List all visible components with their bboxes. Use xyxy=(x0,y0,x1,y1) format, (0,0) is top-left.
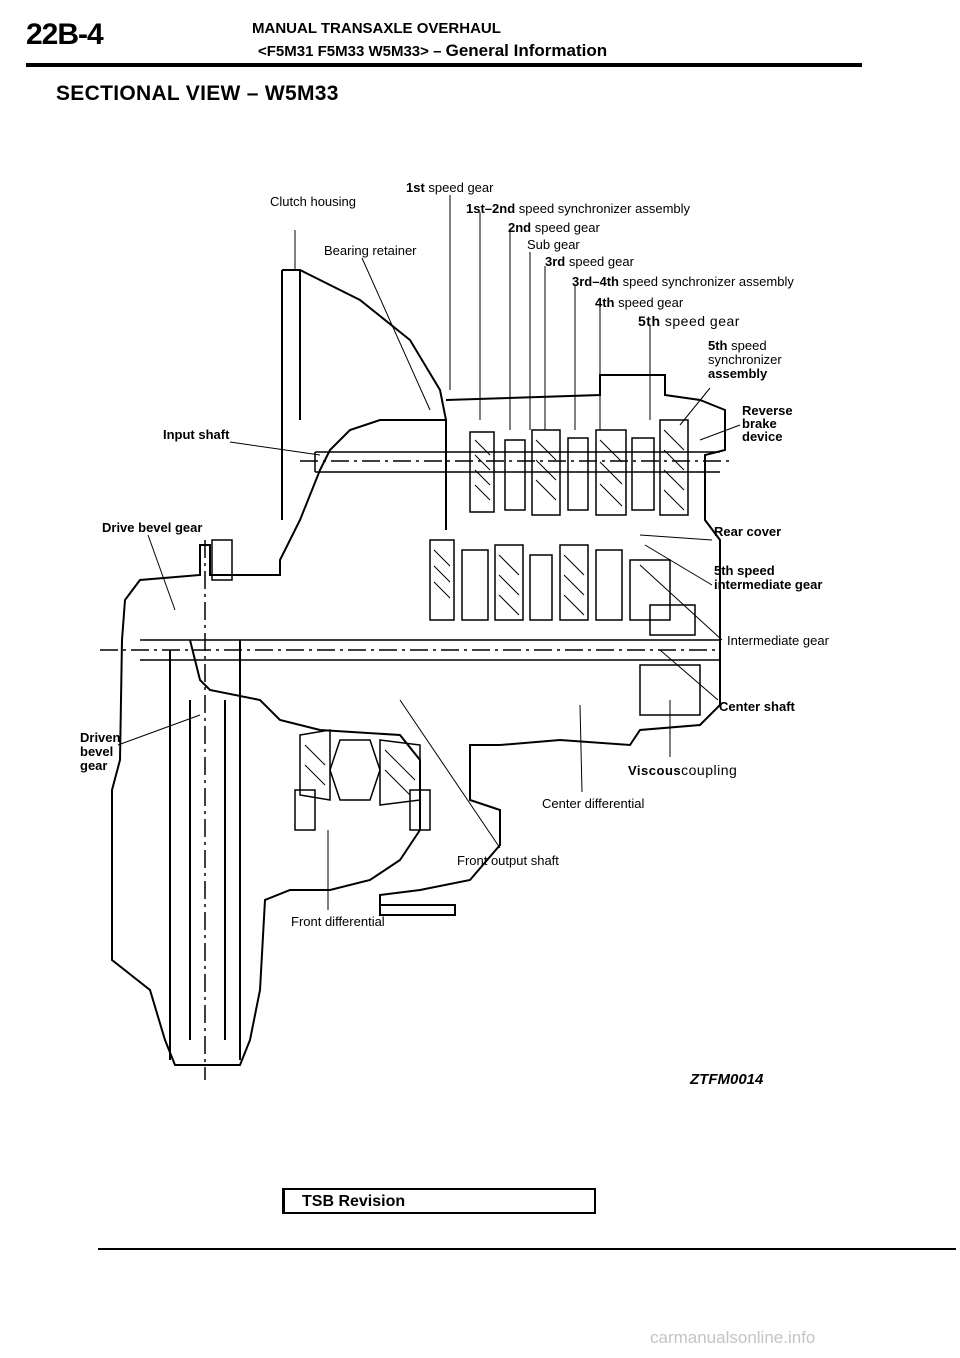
label-1st-num: 1st xyxy=(406,180,425,195)
label-3rd-text: speed gear xyxy=(568,254,634,269)
label-front-differential: Front differential xyxy=(291,914,385,929)
front-differential-gears xyxy=(294,729,431,831)
label-driven-1: Driven xyxy=(80,730,121,745)
label-3rd-num: 3rd xyxy=(545,254,566,269)
upper-gear-stack xyxy=(469,419,689,516)
label-driven-3: gear xyxy=(80,758,108,773)
label-viscous-coupling: Viscouscoupling xyxy=(628,762,737,778)
tsb-revision-label: TSB Revision xyxy=(302,1193,406,1210)
label-1st-speed-gear: 1st speed gear xyxy=(406,180,493,195)
header-rule xyxy=(26,63,862,67)
label-clutch-housing: Clutch housing xyxy=(270,194,356,209)
label-sub-gear: Sub gear xyxy=(527,237,580,252)
label-center-shaft: Center shaft xyxy=(719,699,795,714)
label-center-differential: Center differential xyxy=(542,796,645,811)
tsb-revision-box xyxy=(282,1188,596,1214)
input-shaft xyxy=(314,451,720,473)
label-input-shaft: Input shaft xyxy=(163,427,230,442)
label-rear-cover: Rear cover xyxy=(714,524,782,539)
label-reverse-1: Reverse xyxy=(742,403,793,418)
label-1st-text: speed gear xyxy=(428,180,494,195)
header-dash: – xyxy=(428,43,446,60)
center-shaft xyxy=(140,639,720,661)
label-4th-speed-gear: 4th speed gear xyxy=(595,295,683,310)
label-5th-text: speed gear xyxy=(664,313,740,329)
figure-code: ZTFM0014 xyxy=(690,1071,764,1088)
label-viscous-1: Viscous xyxy=(628,763,682,778)
page-number: 22B-4 xyxy=(26,18,104,51)
label-3rd-speed-gear: 3rd speed gear xyxy=(545,254,634,269)
label-5th-int-2: intermediate gear xyxy=(714,577,823,592)
label-2nd-num: 2nd xyxy=(508,220,532,235)
label-intermediate-gear: Intermediate gear xyxy=(727,633,829,648)
label-5th-sync-text3: assembly xyxy=(708,366,768,381)
leader-lines xyxy=(117,195,741,910)
label-front-output-shaft: Front output shaft xyxy=(457,853,559,868)
watermark: carmanualsonline.info xyxy=(650,1328,816,1347)
label-2nd-speed-gear: 2nd speed gear xyxy=(508,220,600,235)
label-driven-bevel-gear: Driven bevel gear xyxy=(80,731,120,773)
transmission-case-outline xyxy=(379,374,726,916)
label-5th-sync-num: 5th xyxy=(708,338,728,353)
header-subtitle: <F5M31 F5M33 W5M33> – General Informatio… xyxy=(258,41,607,61)
label-bearing-retainer: Bearing retainer xyxy=(324,243,417,258)
label-driven-2: bevel xyxy=(80,744,114,759)
label-viscous-2: coupling xyxy=(681,762,738,778)
label-2nd-text: speed gear xyxy=(534,220,600,235)
label-5th-int-1: 5th speed xyxy=(714,563,775,578)
label-1st-2nd-text: speed synchronizer assembly xyxy=(518,201,691,216)
label-4th-num: 4th xyxy=(595,295,615,310)
label-3rd-4th-text: speed synchronizer assembly xyxy=(622,274,794,289)
label-3rd-4th-sync: 3rd–4th speed synchronizer assembly xyxy=(572,274,794,289)
label-reverse-2: brake xyxy=(742,416,777,431)
section-title: SECTIONAL VIEW – W5M33 xyxy=(56,82,339,105)
label-reverse-brake-device: Reverse brake device xyxy=(742,404,793,443)
label-3rd-4th-num: 3rd–4th xyxy=(572,274,619,289)
header-title: MANUAL TRANSAXLE OVERHAUL xyxy=(252,20,501,37)
differential-case-outline xyxy=(111,639,421,1066)
header-section: General Information xyxy=(445,41,608,60)
label-1st-2nd-num: 1st–2nd xyxy=(466,201,516,216)
footer-rule xyxy=(98,1248,956,1250)
clutch-housing-outline xyxy=(121,269,448,641)
header-models: <F5M31 F5M33 W5M33> xyxy=(258,43,429,60)
label-5th-intermediate-gear: 5th speed intermediate gear xyxy=(714,564,822,592)
label-reverse-3: device xyxy=(742,429,783,444)
section-hatching xyxy=(304,429,685,796)
lower-gear-stack xyxy=(429,539,671,621)
label-4th-text: speed gear xyxy=(618,295,684,310)
label-1st-2nd-sync: 1st–2nd speed synchronizer assembly xyxy=(466,201,690,216)
label-5th-sync-text1: speed xyxy=(731,338,767,353)
label-drive-bevel-gear: Drive bevel gear xyxy=(102,520,203,535)
label-5th-sync: 5th speed synchronizer assembly xyxy=(708,339,782,381)
label-5th-sync-text2: synchronizer xyxy=(708,352,782,367)
label-5th-speed-gear: 5th speed gear xyxy=(638,313,740,329)
label-5th-num: 5th xyxy=(638,313,661,329)
